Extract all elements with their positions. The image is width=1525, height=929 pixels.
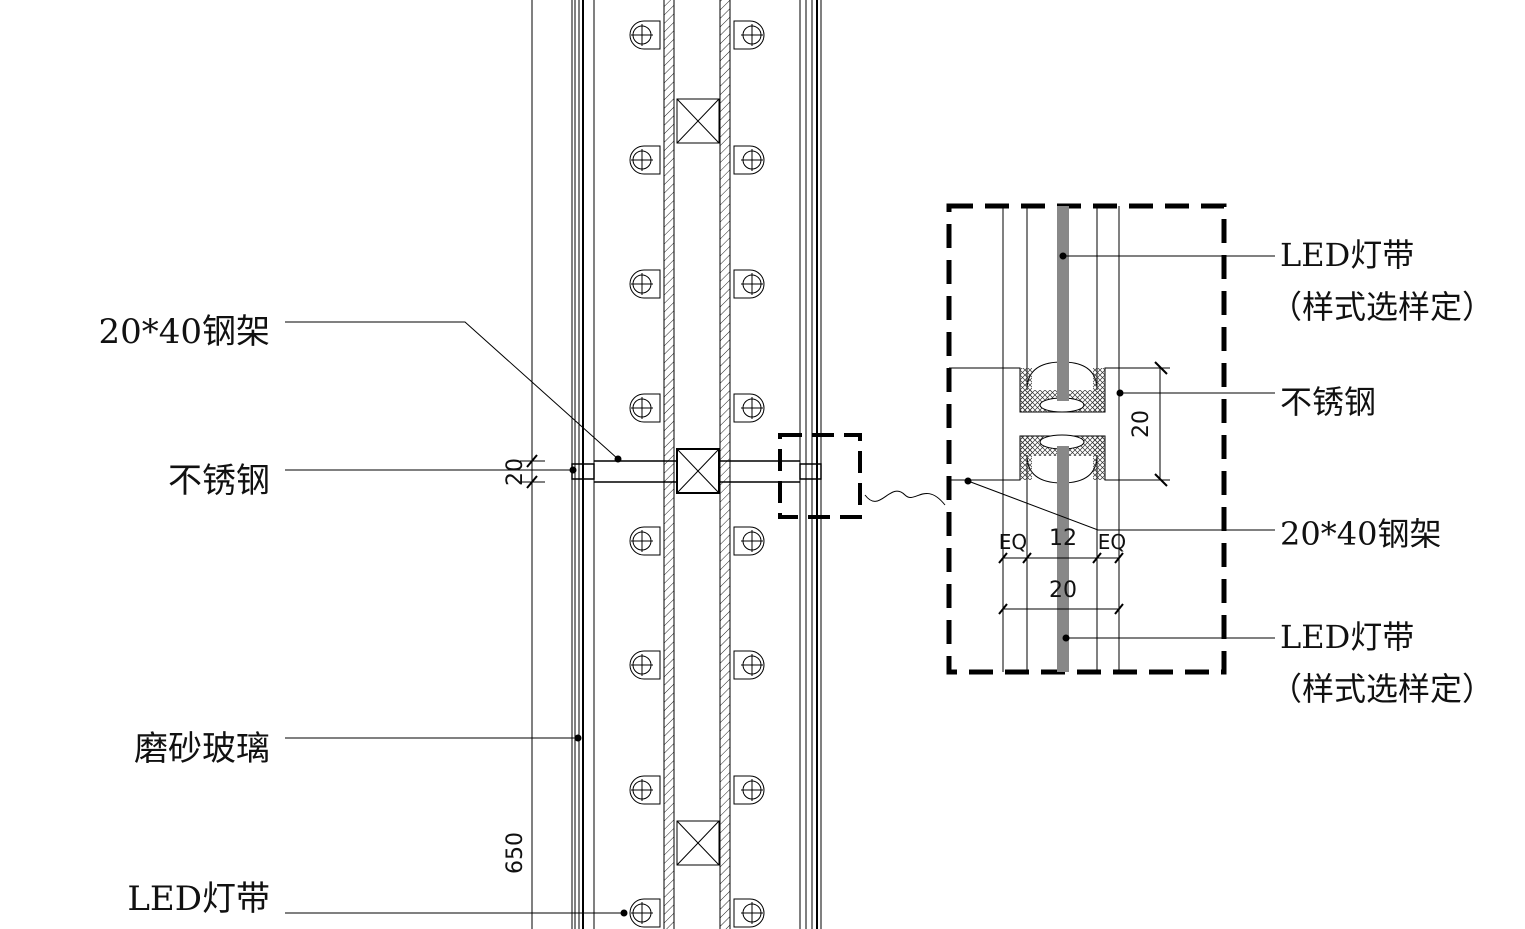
led-fixture-icon bbox=[629, 775, 661, 805]
leader-steel-frame-detail bbox=[967, 480, 1275, 531]
leader-dots-detail bbox=[964, 252, 1124, 642]
led-fixture-icon bbox=[629, 526, 661, 556]
dimension-gap-left bbox=[520, 454, 545, 489]
elevation-view bbox=[285, 0, 946, 929]
label-frosted-glass: 磨砂玻璃 bbox=[134, 729, 270, 769]
led-fixture-icon bbox=[733, 269, 765, 299]
led-fixture-icon bbox=[733, 898, 765, 928]
dimension-text-12: 12 bbox=[1049, 526, 1077, 551]
led-fixture-column-left bbox=[629, 20, 661, 928]
dimension-gap-detail bbox=[1105, 361, 1170, 487]
dimension-text-20-vertical: 20 bbox=[1129, 410, 1154, 438]
dimension-eq-12-eq bbox=[998, 552, 1124, 564]
label-steel-frame-detail: 20*40钢架 bbox=[1280, 515, 1441, 553]
led-fixture-icon bbox=[733, 650, 765, 680]
led-fixture-icon bbox=[629, 20, 661, 50]
label-steel-frame: 20*40钢架 bbox=[98, 312, 270, 352]
label-led-strip: LED灯带 bbox=[127, 879, 270, 919]
label-stainless-detail: 不锈钢 bbox=[1280, 383, 1376, 421]
label-style-note-top: （样式选样定） bbox=[1270, 288, 1494, 326]
led-fixture-icon bbox=[629, 269, 661, 299]
led-fixture-icon bbox=[629, 393, 661, 423]
led-fixture-icon bbox=[733, 775, 765, 805]
dimension-width-20 bbox=[998, 603, 1124, 615]
dimension-text-20-horizontal: 20 bbox=[1049, 578, 1077, 603]
dimension-text-eq-left: EQ bbox=[999, 530, 1027, 554]
dimension-text-650: 650 bbox=[503, 832, 528, 874]
leader-dots-left bbox=[569, 455, 628, 917]
dimension-text-20: 20 bbox=[503, 458, 528, 486]
label-led-strip-top: LED灯带 bbox=[1280, 236, 1414, 274]
steel-tube-section bbox=[676, 448, 720, 494]
led-fixture-icon bbox=[629, 145, 661, 175]
detail-frame bbox=[946, 203, 1227, 675]
steel-tube-section bbox=[676, 820, 720, 866]
horizontal-steel-bar bbox=[571, 460, 822, 483]
led-fixture-icon bbox=[733, 20, 765, 50]
leader-steel-frame bbox=[285, 321, 619, 460]
label-stainless-steel: 不锈钢 bbox=[168, 461, 270, 501]
dimension-text-eq-right: EQ bbox=[1098, 530, 1126, 554]
led-fixture-icon bbox=[629, 650, 661, 680]
steel-tube-section bbox=[676, 98, 720, 144]
led-fixture-icon bbox=[733, 145, 765, 175]
detail-callout-box bbox=[778, 433, 862, 519]
led-fixture-icon bbox=[733, 393, 765, 423]
led-strip-lower bbox=[1057, 446, 1069, 672]
label-style-note-bottom: （样式选样定） bbox=[1270, 670, 1494, 708]
led-fixture-column-right bbox=[733, 20, 765, 928]
label-led-strip-bottom: LED灯带 bbox=[1280, 618, 1414, 656]
led-fixture-icon bbox=[733, 526, 765, 556]
led-strip-upper bbox=[1057, 206, 1069, 401]
led-fixture-icon bbox=[629, 898, 661, 928]
detail-view bbox=[946, 203, 1275, 675]
